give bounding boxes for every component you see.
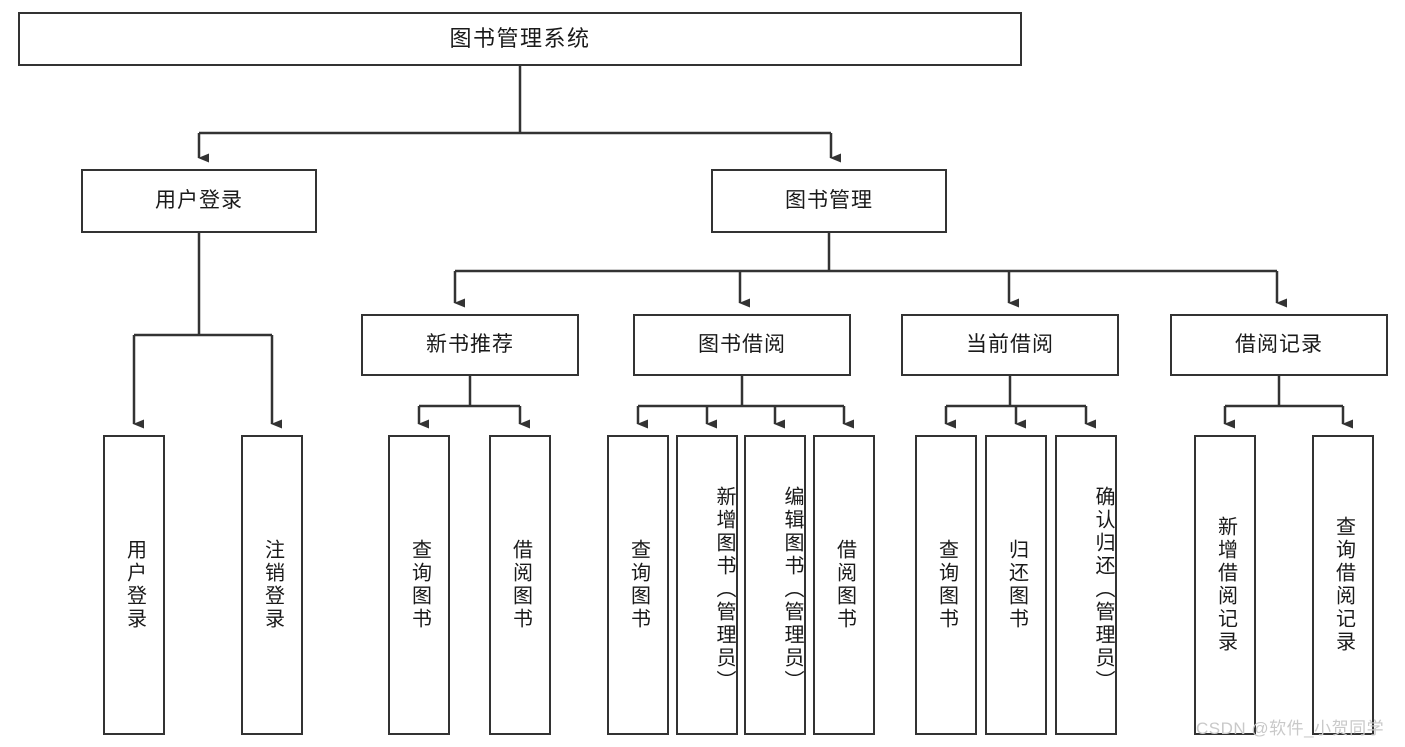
leaf-borrow-book[interactable]: 借阅图书 (813, 435, 875, 735)
node-label: 借阅图书 (833, 539, 856, 631)
leaf-query-borrow-record[interactable]: 查询借阅记录 (1312, 435, 1374, 735)
leaf-return-book[interactable]: 归还图书 (985, 435, 1047, 735)
node-label: 确认归还（管理员） (1092, 485, 1114, 693)
node-label: 借阅记录 (1235, 333, 1323, 357)
node-root-system[interactable]: 图书管理系统 (18, 12, 1022, 66)
leaf-query-book-recommend[interactable]: 查询图书 (388, 435, 450, 735)
leaf-add-book-admin[interactable]: 新增图书（管理员） (676, 435, 738, 735)
leaf-edit-book-admin[interactable]: 编辑图书（管理员） (744, 435, 806, 735)
node-label: 新增图书（管理员） (713, 485, 735, 693)
node-new-book-recommend[interactable]: 新书推荐 (361, 314, 579, 376)
node-label: 当前借阅 (966, 333, 1054, 357)
leaf-confirm-return-admin[interactable]: 确认归还（管理员） (1055, 435, 1117, 735)
node-label: 新增借阅记录 (1214, 516, 1237, 654)
node-label: 归还图书 (1005, 539, 1028, 631)
node-current-borrow[interactable]: 当前借阅 (901, 314, 1119, 376)
leaf-query-book-borrow[interactable]: 查询图书 (607, 435, 669, 735)
node-label: 注销登录 (261, 539, 284, 631)
node-label: 查询借阅记录 (1332, 516, 1355, 654)
node-label: 图书借阅 (698, 333, 786, 357)
node-label: 用户登录 (123, 539, 146, 631)
node-label: 查询图书 (408, 539, 431, 631)
node-borrow-record[interactable]: 借阅记录 (1170, 314, 1388, 376)
node-label: 借阅图书 (509, 539, 532, 631)
csdn-watermark: CSDN @软件_小贺同学 (1196, 714, 1384, 739)
node-label: 查询图书 (935, 539, 958, 631)
node-label: 新书推荐 (426, 333, 514, 357)
node-book-borrow[interactable]: 图书借阅 (633, 314, 851, 376)
leaf-query-book-current[interactable]: 查询图书 (915, 435, 977, 735)
watermark-text: CSDN @软件_小贺同学 (1196, 719, 1385, 738)
node-label: 图书管理 (785, 189, 873, 213)
node-label: 图书管理系统 (449, 25, 591, 51)
leaf-add-borrow-record[interactable]: 新增借阅记录 (1194, 435, 1256, 735)
node-book-management[interactable]: 图书管理 (711, 169, 947, 233)
leaf-user-login[interactable]: 用户登录 (103, 435, 165, 735)
node-user-login[interactable]: 用户登录 (81, 169, 317, 233)
node-label: 用户登录 (155, 189, 243, 213)
leaf-user-logout[interactable]: 注销登录 (241, 435, 303, 735)
leaf-borrow-book-recommend[interactable]: 借阅图书 (489, 435, 551, 735)
node-label: 查询图书 (627, 539, 650, 631)
node-label: 编辑图书（管理员） (781, 485, 803, 693)
